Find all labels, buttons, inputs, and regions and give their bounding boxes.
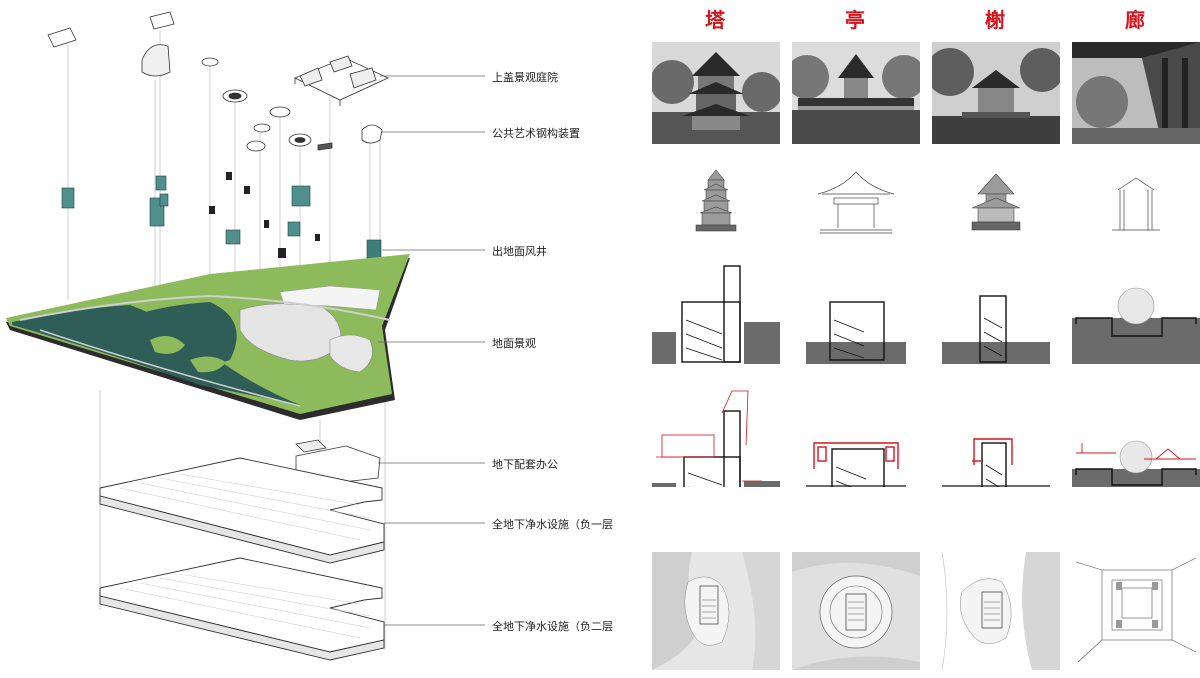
section-overlay-lang — [1072, 385, 1200, 487]
axonometric-drawing — [6, 11, 485, 661]
vent-shafts-small — [209, 172, 320, 258]
elevation-ta — [652, 168, 780, 270]
elevation-ting — [792, 168, 920, 270]
typology-comparison-grid: 塔 亭 榭 廊 — [650, 0, 1200, 674]
layer-label-ground: 地面景观 — [492, 337, 536, 350]
site-plan-ting — [792, 552, 920, 670]
section-overlay-ta — [652, 385, 780, 487]
elevation-lang — [1072, 168, 1200, 270]
photo-ting — [792, 42, 920, 144]
layer-label-roof: 上盖景观庭院 — [492, 71, 558, 84]
site-plan-xie — [932, 552, 1060, 670]
layer-label-b1: 全地下净水设施（负一层 — [492, 518, 613, 531]
photo-lang — [1072, 42, 1200, 144]
site-plan-lang — [1072, 552, 1200, 670]
column-title-lang: 廊 — [1125, 8, 1145, 32]
roof-courtyard — [294, 55, 389, 106]
section-lang — [1072, 262, 1200, 364]
layer-label-vent: 出地面风井 — [492, 245, 547, 258]
art-installations — [47, 11, 383, 152]
layer-label-office: 地下配套办公 — [492, 458, 558, 471]
basement-b2 — [99, 557, 385, 661]
photo-xie — [932, 42, 1060, 144]
vent-shafts — [61, 175, 382, 261]
exploded-axonometric-diagram: 上盖景观庭院 公共艺术钢构装置 出地面风井 地面景观 地下配套办公 全地下净水设… — [6, 11, 613, 661]
column-title-ta: 塔 — [705, 8, 725, 32]
section-overlay-ting — [792, 385, 920, 487]
photo-ta — [652, 42, 780, 144]
section-xie — [932, 262, 1060, 364]
elevation-xie — [932, 168, 1060, 270]
site-plan-ta — [652, 552, 780, 670]
column-title-xie: 榭 — [985, 8, 1005, 32]
layer-label-art: 公共艺术钢构装置 — [492, 127, 580, 140]
leader-lines — [378, 75, 485, 626]
ground-landscape — [6, 254, 410, 420]
layer-label-b2: 全地下净水设施（负二层 — [492, 620, 613, 633]
column-title-ting: 亭 — [845, 8, 865, 32]
section-ting — [792, 262, 920, 364]
section-ta — [652, 262, 780, 364]
basement-b1 — [99, 457, 385, 564]
section-overlay-xie — [932, 385, 1060, 487]
